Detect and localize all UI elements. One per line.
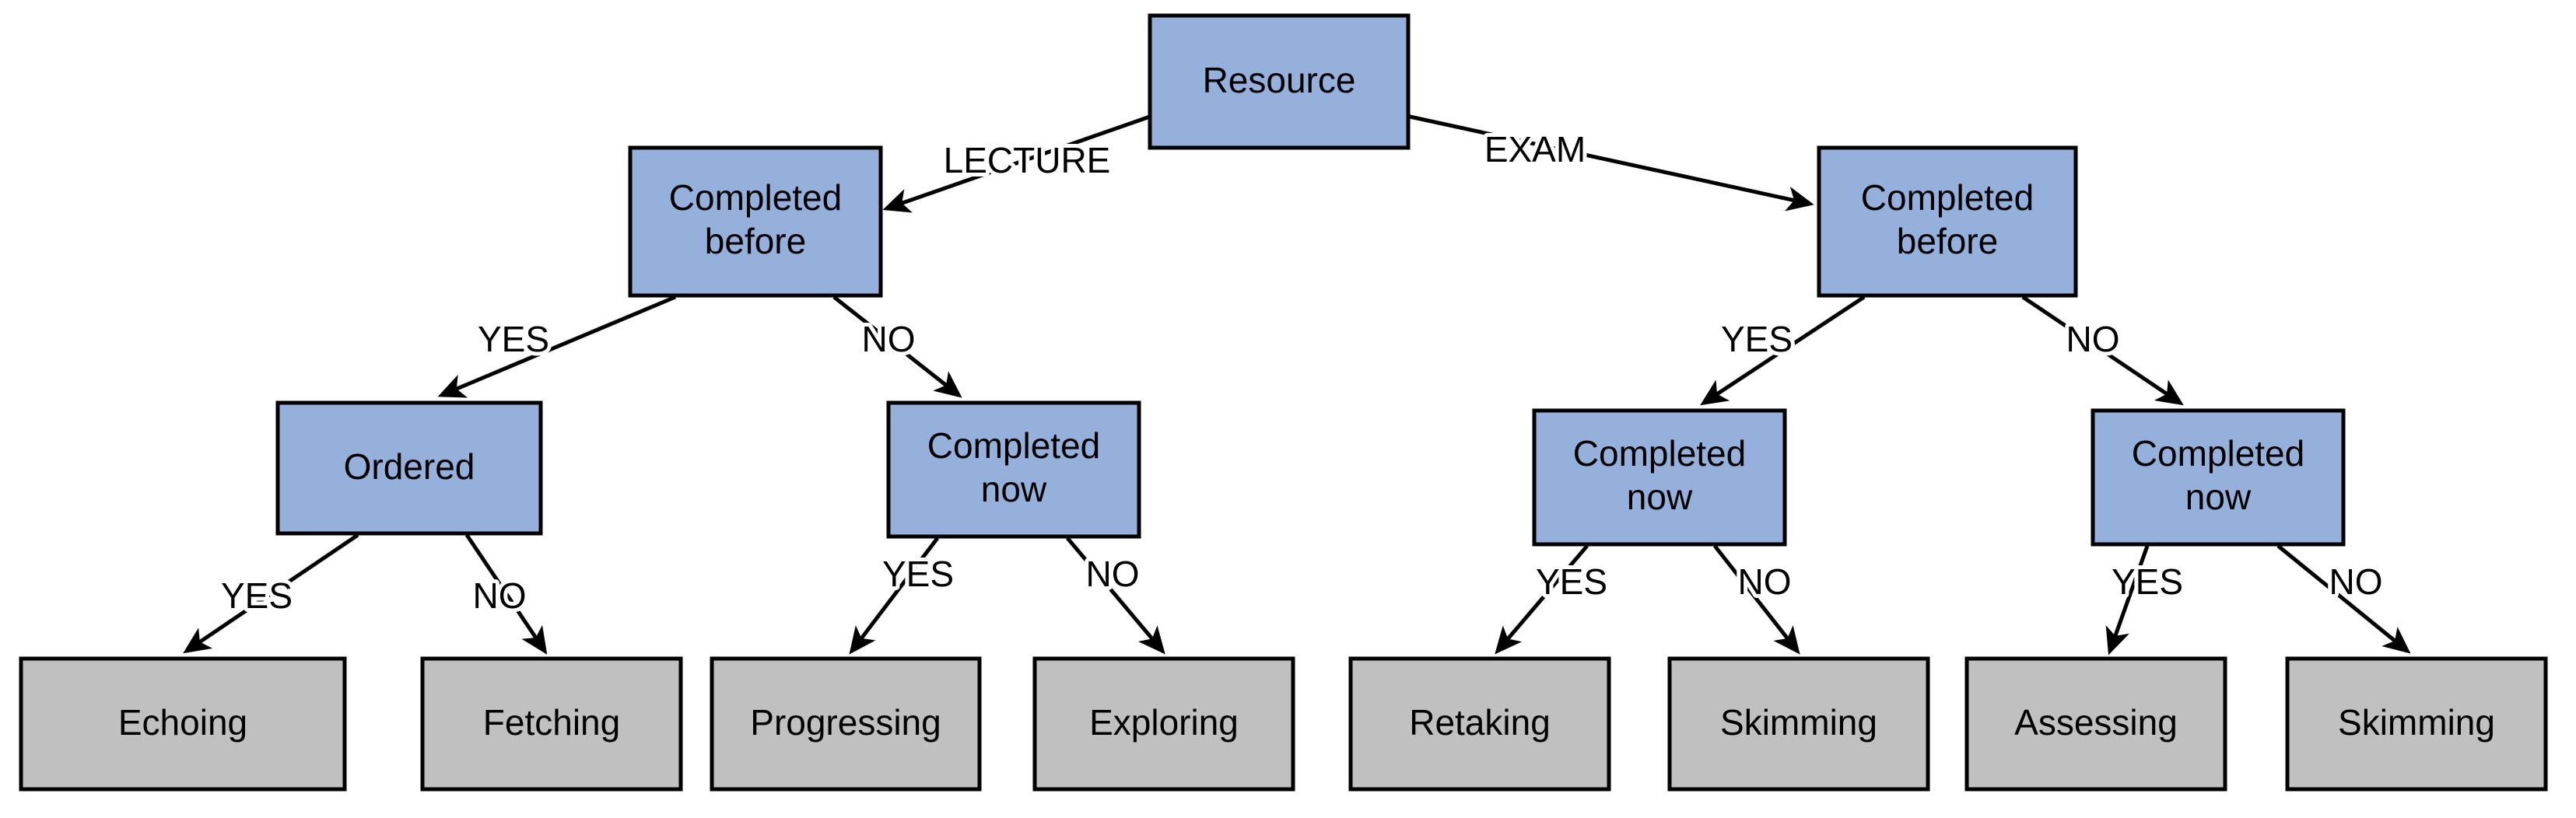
node-label-cb_right-line1: Completed: [1861, 177, 2034, 218]
node-box-root[interactable]: [1148, 13, 1411, 150]
node-label-retaking: Retaking: [1409, 702, 1551, 743]
edge-label-halo-e12: NO: [1738, 561, 1792, 602]
node-label-progressing: Progressing: [750, 702, 941, 743]
node-box-ordered[interactable]: [275, 400, 543, 536]
node-echoing[interactable]: Echoing: [19, 656, 347, 792]
edge-root-to-cb_right: [1409, 114, 1814, 211]
edge-label-e4: NO: [862, 319, 916, 359]
node-label-cn_a-line2: now: [981, 469, 1047, 509]
edge-label-e9: YES: [882, 554, 954, 594]
edge-label-halo-e3: YES: [478, 319, 549, 359]
edge-label-halo-e4: NO: [862, 319, 916, 359]
edge-label-e1: LECTURE: [944, 140, 1111, 180]
node-assessing[interactable]: Assessing: [1964, 656, 2227, 792]
edge-label-e3: YES: [478, 319, 549, 359]
node-box-echoing[interactable]: [19, 656, 347, 792]
node-box-cb_left[interactable]: [628, 145, 883, 298]
node-box-fetching[interactable]: [420, 656, 683, 792]
edge-label-halo-e8: NO: [473, 575, 527, 616]
edge-cb_right-to-cn_b: [1700, 295, 1866, 406]
node-label-exploring: Exploring: [1089, 702, 1239, 743]
node-label-assessing: Assessing: [2014, 702, 2178, 743]
edges-layer: [183, 114, 2411, 655]
node-label-cb_right-line2: before: [1897, 221, 1998, 261]
node-exploring[interactable]: Exploring: [1032, 656, 1295, 792]
node-label-ordered: Ordered: [344, 446, 475, 487]
edge-label-e7: YES: [221, 575, 293, 616]
node-label-cn_b-line1: Completed: [1573, 433, 1746, 474]
edge-root-to-cb_left: [882, 114, 1151, 213]
node-label-root: Resource: [1203, 60, 1356, 100]
edge-cn_a-to-exploring: [1066, 537, 1165, 655]
node-box-cn_b[interactable]: [1532, 408, 1787, 547]
node-label-skimming2: Skimming: [2338, 702, 2495, 743]
edge-cn_a-to-progressing: [849, 537, 939, 655]
node-retaking[interactable]: Retaking: [1348, 656, 1611, 792]
edge-ordered-to-echoing: [183, 533, 359, 654]
node-box-exploring[interactable]: [1032, 656, 1295, 792]
node-box-cb_right[interactable]: [1817, 145, 2078, 298]
edge-label-e6: NO: [2066, 319, 2120, 359]
edge-ordered-to-fetching: [464, 533, 548, 655]
edge-label-e11: YES: [1536, 561, 1607, 602]
edge-label-halo-e1: LECTURE: [944, 140, 1111, 180]
node-box-cn_c[interactable]: [2091, 408, 2346, 547]
edge-label-halo-e6: NO: [2066, 319, 2120, 359]
edge-cn_b-to-retaking: [1495, 544, 1589, 655]
edge-cb_left-to-ordered: [437, 295, 676, 398]
edge-label-halo-e11: YES: [1536, 561, 1607, 602]
edge-label-e5: YES: [1721, 319, 1793, 359]
edge-cb_left-to-cn_a: [832, 295, 962, 398]
node-ordered[interactable]: Ordered: [275, 400, 543, 536]
edge-label-e12: NO: [1738, 561, 1792, 602]
edge-cn_c-to-skimming2: [2276, 544, 2411, 654]
edge-label-halo-e13: YES: [2112, 561, 2183, 602]
edge-label-halo-e9: YES: [882, 554, 954, 594]
node-label-cn_b-line2: now: [1627, 477, 1693, 517]
node-label-cb_left-line2: before: [705, 221, 806, 261]
node-box-skimming1[interactable]: [1667, 656, 1930, 792]
node-box-progressing[interactable]: [710, 656, 982, 792]
node-fetching[interactable]: Fetching: [420, 656, 683, 792]
edge-label-halo-e10: NO: [1086, 554, 1140, 594]
node-label-cb_left-line1: Completed: [669, 177, 842, 218]
edge-cn_c-to-assessing: [2105, 545, 2150, 655]
node-box-cn_a[interactable]: [886, 400, 1141, 539]
node-root[interactable]: Resource: [1148, 13, 1411, 150]
edge-cb_right-to-cn_c: [2021, 295, 2184, 406]
node-box-retaking[interactable]: [1348, 656, 1611, 792]
edge-label-e2: EXAM: [1484, 129, 1586, 170]
node-progressing[interactable]: Progressing: [710, 656, 982, 792]
node-label-fetching: Fetching: [483, 702, 620, 743]
edge-label-halo-e7: YES: [221, 575, 293, 616]
edge-cn_b-to-skimming1: [1713, 544, 1800, 655]
node-label-echoing: Echoing: [118, 702, 247, 743]
node-box-skimming2[interactable]: [2285, 656, 2548, 792]
edge-label-halo-e2: EXAM: [1484, 129, 1586, 170]
node-label-cn_c-line1: Completed: [2132, 433, 2304, 474]
edge-label-halo-e14: NO: [2329, 561, 2383, 602]
node-box-assessing[interactable]: [1964, 656, 2227, 792]
node-skimming2[interactable]: Skimming: [2285, 656, 2548, 792]
node-label-cn_a-line1: Completed: [927, 425, 1100, 466]
edge-label-e10: NO: [1086, 554, 1140, 594]
node-label-cn_c-line2: now: [2185, 477, 2252, 517]
edge-label-e13: YES: [2112, 561, 2183, 602]
nodes-layer: ResourceCompletedbeforeCompletedbeforeOr…: [19, 13, 2548, 792]
edge-label-e14: NO: [2329, 561, 2383, 602]
node-label-skimming1: Skimming: [1720, 702, 1877, 743]
edge-label-halo-e5: YES: [1721, 319, 1793, 359]
edge-label-e8: NO: [473, 575, 527, 616]
node-skimming1[interactable]: Skimming: [1667, 656, 1930, 792]
